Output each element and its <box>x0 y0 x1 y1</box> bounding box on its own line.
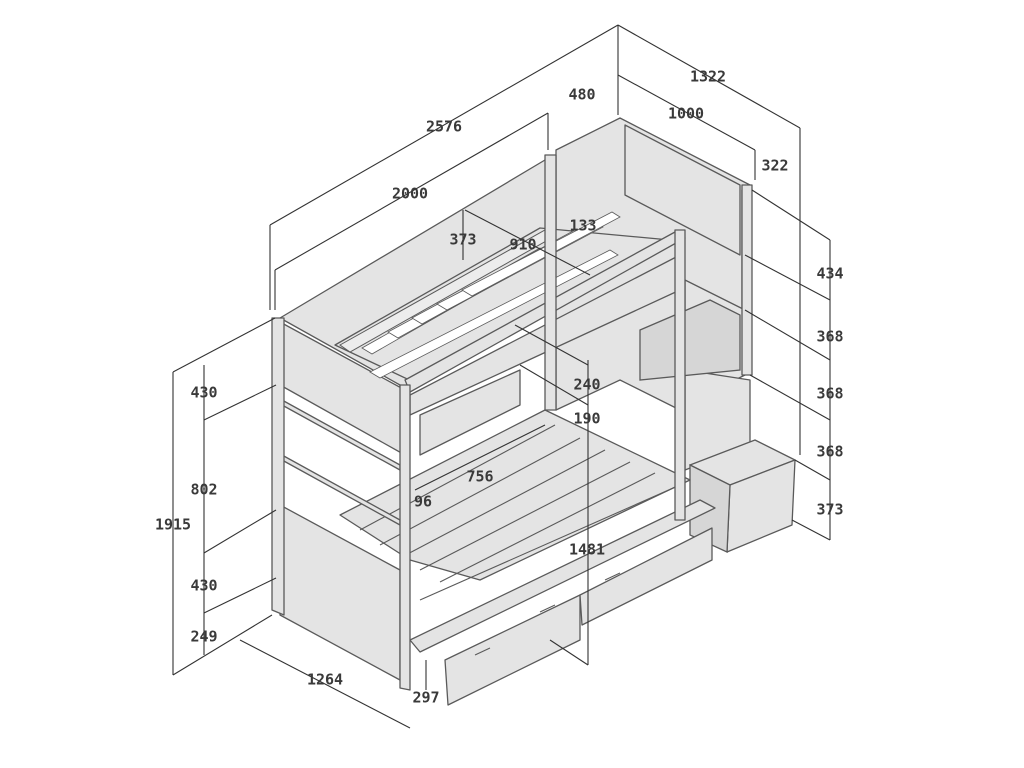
dim-373-step: 373 <box>816 501 843 519</box>
dim-368-a: 368 <box>816 328 843 346</box>
dim-480: 480 <box>568 86 595 104</box>
dim-434: 434 <box>816 265 843 283</box>
dimension-lines <box>172 24 831 729</box>
dim-1322: 1322 <box>690 68 726 86</box>
dimension-labels: 1322 480 1000 2576 322 2000 373 910 133 … <box>155 68 844 707</box>
post-front-left <box>271 317 285 616</box>
dim-2000: 2000 <box>392 185 428 203</box>
dim-133: 133 <box>569 217 596 235</box>
dim-368-c: 368 <box>816 443 843 461</box>
dim-1915: 1915 <box>155 516 191 534</box>
dim-190: 190 <box>573 410 600 428</box>
dim-322: 322 <box>761 157 788 175</box>
dim-756: 756 <box>466 468 493 486</box>
dim-802: 802 <box>190 481 217 499</box>
dim-240: 240 <box>573 376 600 394</box>
lower-slats <box>359 424 681 601</box>
dim-1481: 1481 <box>569 541 605 559</box>
dim-2576: 2576 <box>426 118 462 136</box>
post-front-right <box>399 384 411 691</box>
dim-373-guard: 373 <box>449 231 476 249</box>
dim-1000: 1000 <box>668 105 704 123</box>
dim-1264: 1264 <box>307 671 343 689</box>
dim-297: 297 <box>412 689 439 707</box>
dim-430-lower: 430 <box>190 577 217 595</box>
dim-910: 910 <box>509 236 536 254</box>
dim-368-b: 368 <box>816 385 843 403</box>
dim-430-top: 430 <box>190 384 217 402</box>
dim-96: 96 <box>414 493 432 511</box>
bed-drawing <box>271 117 796 706</box>
dim-249: 249 <box>190 628 217 646</box>
post-back-right <box>674 229 686 521</box>
